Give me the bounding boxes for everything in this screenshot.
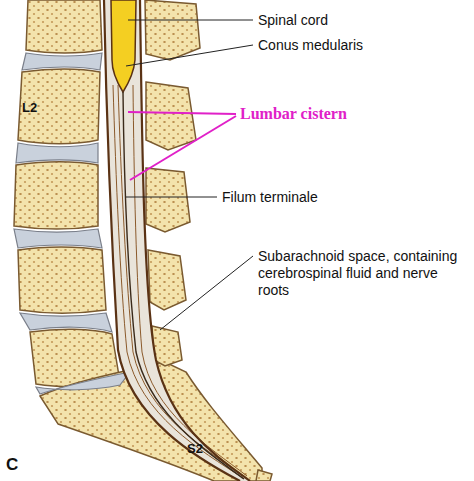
region-label: Lumbar cistern <box>240 105 347 122</box>
nerve-roots <box>113 85 247 478</box>
panel-letter: C <box>6 455 18 475</box>
spinal-cord <box>111 0 136 92</box>
structure-label: Spinal cord <box>258 12 328 29</box>
structure-label: Filum terminale <box>222 189 318 206</box>
vertebra-label: L2 <box>22 99 37 116</box>
structure-label: Conus medularis <box>258 37 363 54</box>
dura-mater <box>104 0 250 481</box>
subarachnoid-space <box>104 0 250 481</box>
vertebra-label: S2 <box>187 440 203 457</box>
structure-label: Subarachnoid space, containing cerebrosp… <box>258 248 463 299</box>
vertebral-bodies <box>14 0 272 481</box>
filum-terminale-line <box>123 92 244 479</box>
lumbar-cistern-leaders <box>128 112 236 180</box>
leader-lines <box>126 20 253 330</box>
